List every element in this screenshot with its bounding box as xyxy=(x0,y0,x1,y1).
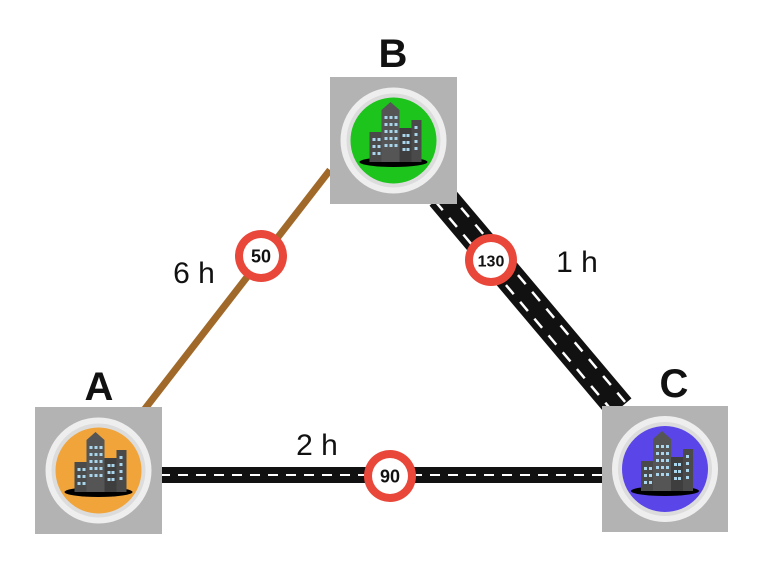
city-a-tile xyxy=(35,407,162,534)
city-c-tile xyxy=(602,406,728,532)
road-b-c-time: 1 h xyxy=(556,246,598,279)
speed-limit-b-c: 130 xyxy=(478,254,505,271)
road-b-c xyxy=(429,186,632,418)
city-b-tile xyxy=(330,77,457,204)
speed-limit-sign-b-c: 130 xyxy=(465,234,517,286)
speed-limit-a-c: 90 xyxy=(380,467,400,487)
speed-limit-sign-a-c: 90 xyxy=(364,450,416,502)
road-a-c-time: 2 h xyxy=(296,429,338,462)
speed-limit-a-b: 50 xyxy=(251,247,271,267)
city-a-label: A xyxy=(85,365,114,409)
road-a-b-time: 6 h xyxy=(173,257,215,290)
speed-limit-sign-a-b: 50 xyxy=(235,230,287,282)
road-a-b xyxy=(141,167,333,413)
city-b-label: B xyxy=(379,32,408,76)
city-c-label: C xyxy=(660,362,689,406)
